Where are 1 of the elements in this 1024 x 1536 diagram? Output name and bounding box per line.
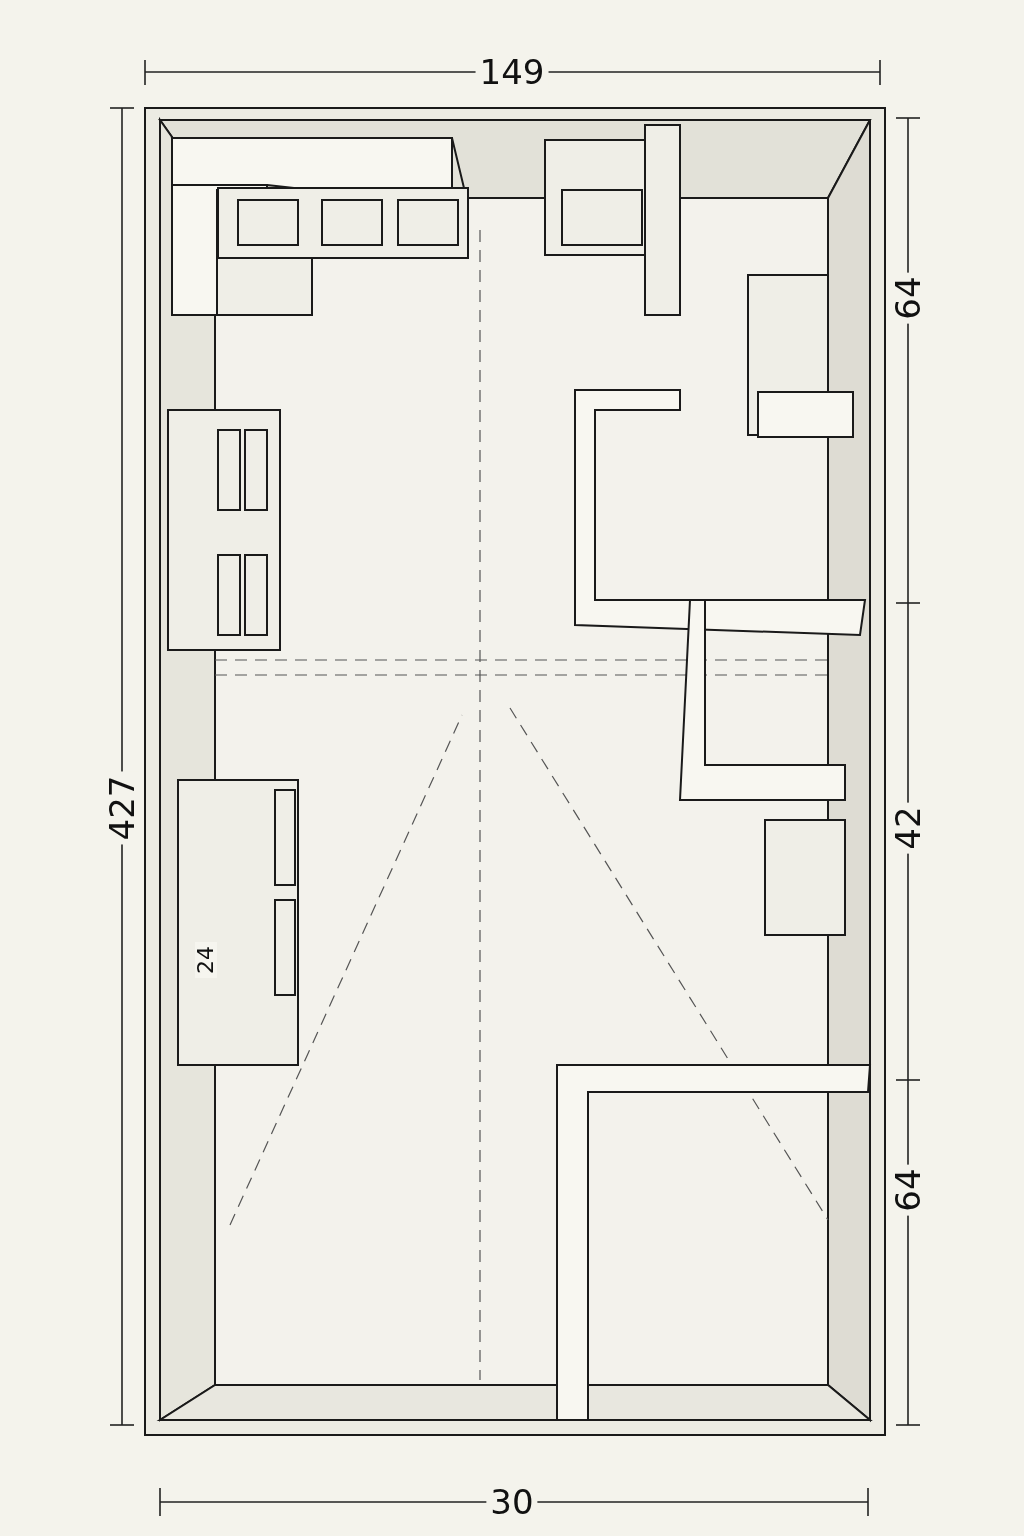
cabinet-marking: 24	[195, 942, 217, 978]
